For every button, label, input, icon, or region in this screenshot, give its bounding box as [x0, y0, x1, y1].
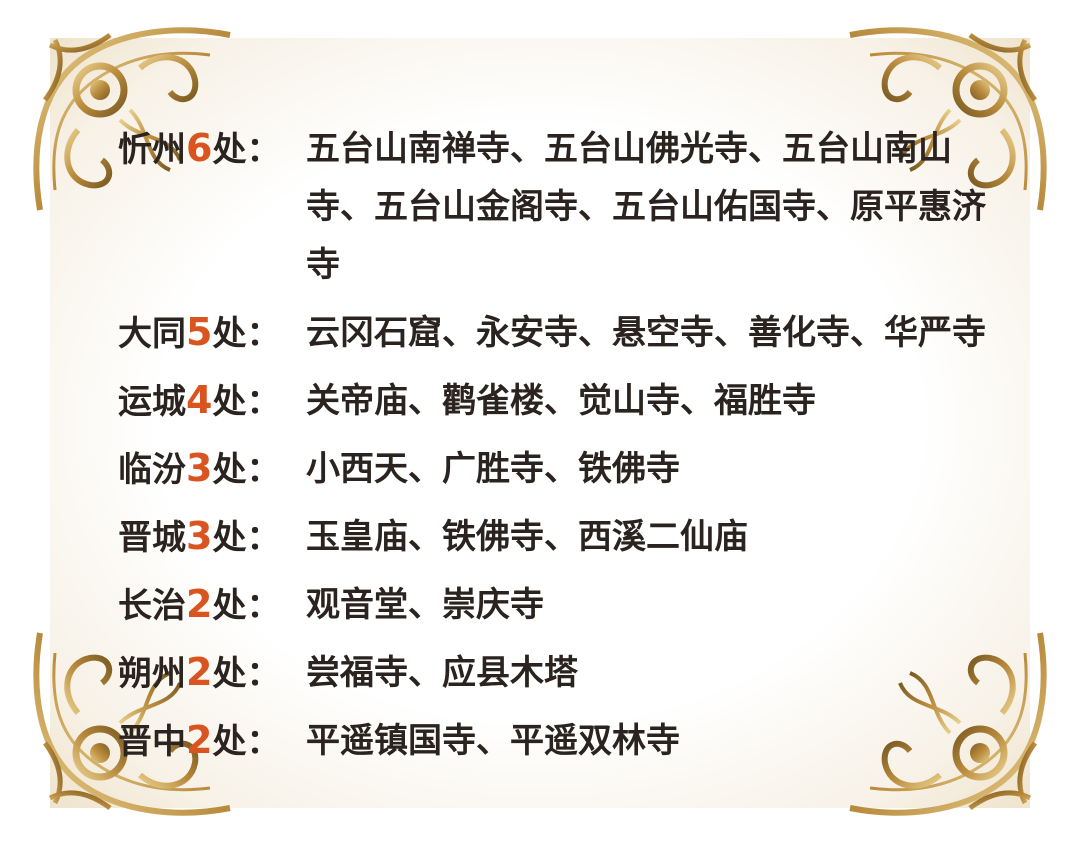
site-names: 平遥镇国寺、平遥双林寺	[306, 721, 680, 761]
city-site-list: 忻州6处： 五台山南禅寺、五台山佛光寺、五台山南山寺、五台山金阁寺、五台山佑国寺…	[118, 120, 1018, 780]
city-name: 运城	[118, 382, 186, 422]
count-unit: 处：	[212, 654, 281, 694]
list-item: 临汾3处： 小西天、广胜寺、铁佛寺	[118, 440, 1018, 498]
city-name: 大同	[118, 314, 186, 354]
site-count: 4	[186, 378, 213, 422]
site-count: 2	[186, 718, 213, 762]
city-label: 大同5处：	[118, 304, 306, 362]
count-unit: 处：	[212, 722, 281, 762]
site-count: 5	[186, 310, 213, 354]
list-item: 晋城3处： 玉皇庙、铁佛寺、西溪二仙庙	[118, 508, 1018, 566]
list-item: 朔州2处： 尝福寺、应县木塔	[118, 644, 1018, 702]
city-name: 朔州	[118, 654, 186, 694]
city-label: 晋城3处：	[118, 508, 306, 566]
city-name: 临汾	[118, 450, 186, 490]
city-label: 忻州6处：	[118, 120, 306, 178]
city-label: 朔州2处：	[118, 644, 306, 702]
site-names: 五台山南禅寺、五台山佛光寺、五台山南山寺、五台山金阁寺、五台山佑国寺、原平惠济寺	[306, 129, 986, 285]
city-name: 晋城	[118, 518, 186, 558]
city-name: 忻州	[118, 130, 186, 170]
city-label: 临汾3处：	[118, 440, 306, 498]
site-names: 尝福寺、应县木塔	[306, 653, 578, 693]
count-unit: 处：	[212, 382, 281, 422]
site-names: 小西天、广胜寺、铁佛寺	[306, 449, 680, 489]
city-label: 运城4处：	[118, 372, 306, 430]
count-unit: 处：	[212, 518, 281, 558]
list-item: 长治2处： 观音堂、崇庆寺	[118, 576, 1018, 634]
count-unit: 处：	[212, 314, 281, 354]
count-unit: 处：	[212, 130, 281, 170]
city-name: 晋中	[118, 722, 186, 762]
site-count: 2	[186, 582, 213, 626]
list-item: 大同5处： 云冈石窟、永安寺、悬空寺、善化寺、华严寺	[118, 304, 1018, 362]
city-label: 晋中2处：	[118, 712, 306, 770]
list-item: 忻州6处： 五台山南禅寺、五台山佛光寺、五台山南山寺、五台山金阁寺、五台山佑国寺…	[118, 120, 1018, 294]
city-name: 长治	[118, 586, 186, 626]
list-item: 运城4处： 关帝庙、鹳雀楼、觉山寺、福胜寺	[118, 372, 1018, 430]
site-count: 3	[186, 514, 213, 558]
site-count: 6	[186, 126, 213, 170]
site-count: 2	[186, 650, 213, 694]
count-unit: 处：	[212, 450, 281, 490]
count-unit: 处：	[212, 586, 281, 626]
city-label: 长治2处：	[118, 576, 306, 634]
site-names: 玉皇庙、铁佛寺、西溪二仙庙	[306, 517, 748, 557]
list-item: 晋中2处： 平遥镇国寺、平遥双林寺	[118, 712, 1018, 770]
site-count: 3	[186, 446, 213, 490]
site-names: 关帝庙、鹳雀楼、觉山寺、福胜寺	[306, 381, 816, 421]
site-names: 观音堂、崇庆寺	[306, 585, 544, 625]
site-names: 云冈石窟、永安寺、悬空寺、善化寺、华严寺	[306, 313, 986, 353]
